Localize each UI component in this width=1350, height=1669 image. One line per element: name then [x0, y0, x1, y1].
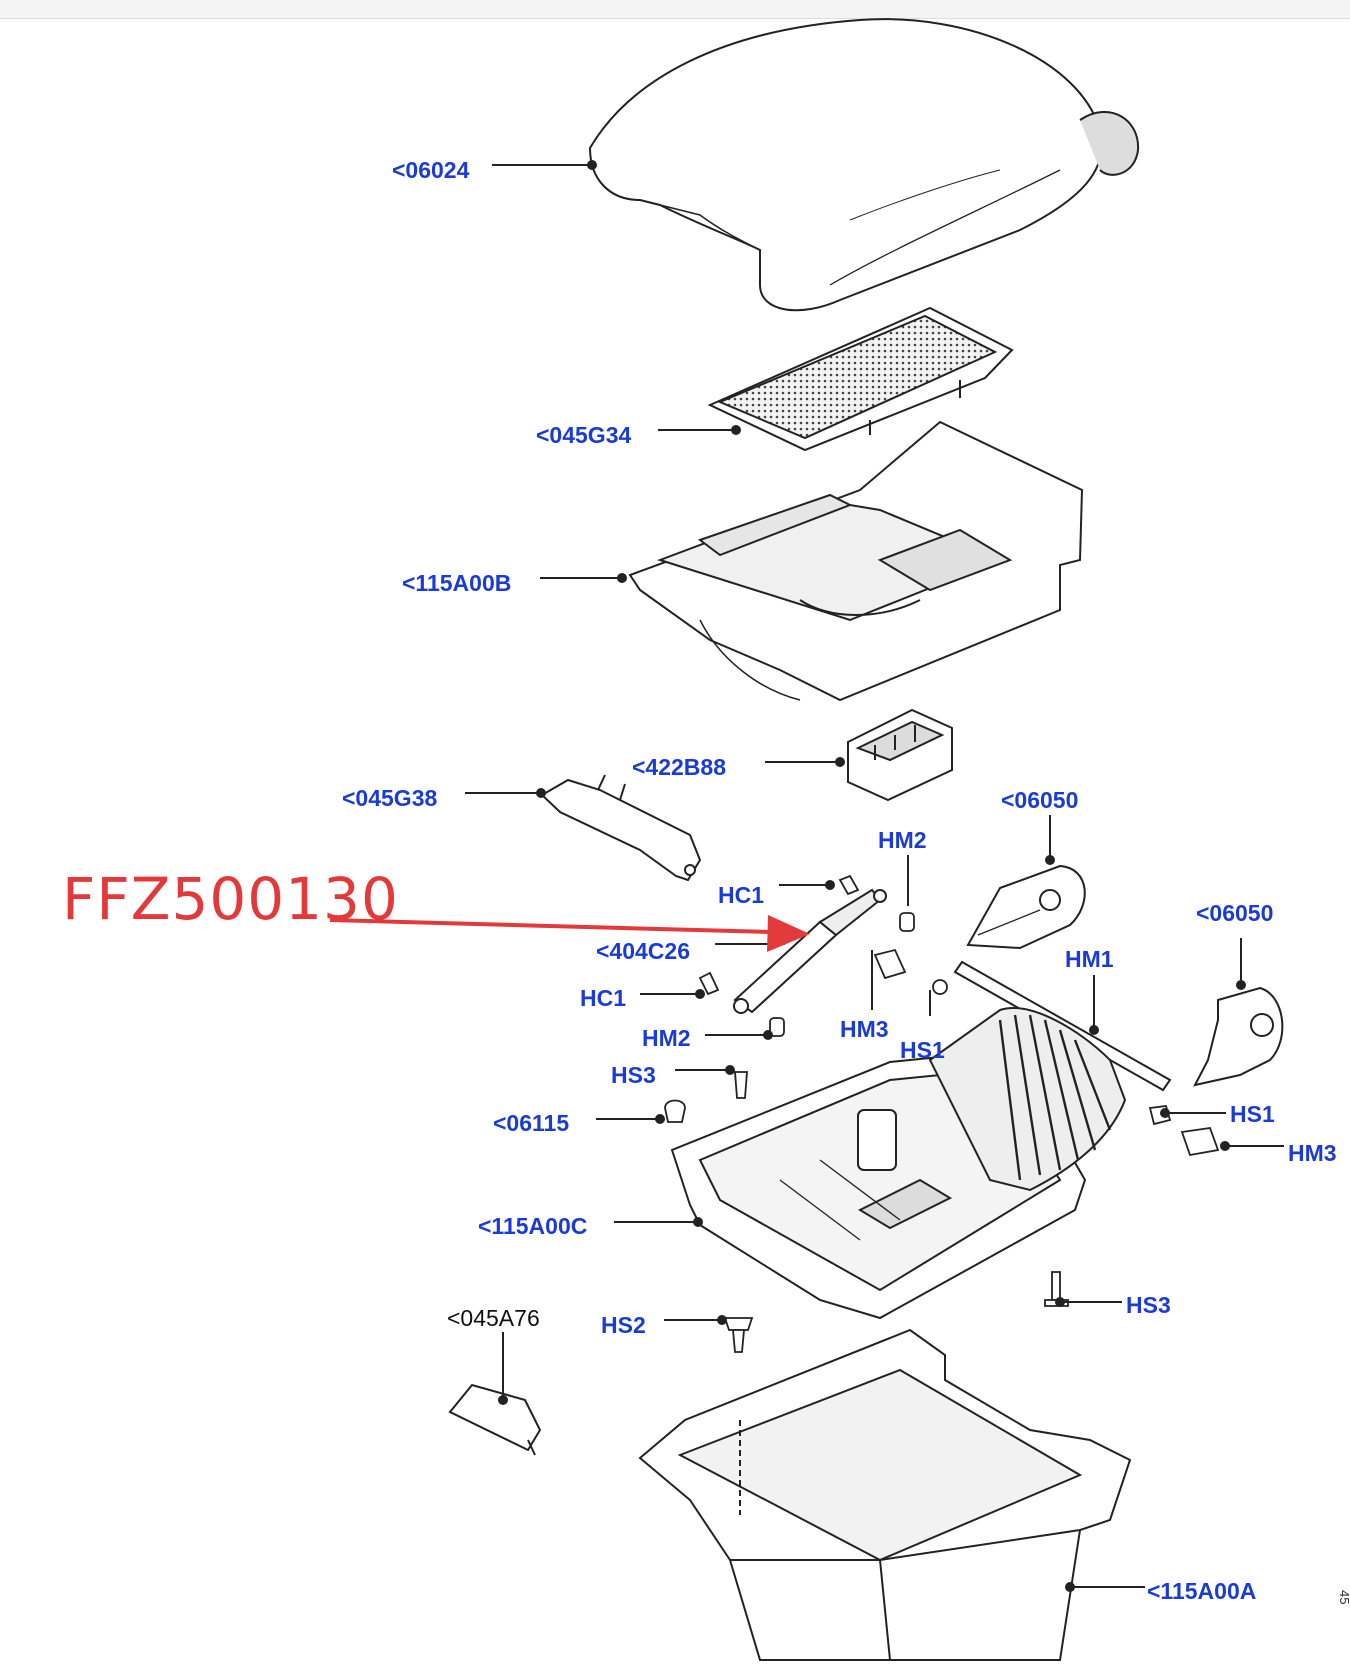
- label-hm2-top: HM2: [878, 827, 927, 853]
- label-hs3-bottom: HS3: [1126, 1292, 1171, 1318]
- storage-tray-part: [707, 306, 1014, 452]
- leader-lines: [465, 160, 1284, 1592]
- label-hc1-top: HC1: [718, 882, 765, 908]
- lower-bin-part: [638, 1328, 1132, 1661]
- hinge-bracket-part: [540, 774, 702, 882]
- label-hs3-top: HS3: [611, 1062, 656, 1088]
- label-115A00A: <115A00A: [1147, 1578, 1257, 1604]
- label-hs1-left: HS1: [900, 1037, 945, 1063]
- label-hm3-left: HM3: [840, 1016, 889, 1042]
- cam-bracket-lower-part: [1193, 986, 1284, 1087]
- gas-strut-part: [733, 888, 887, 1014]
- label-045G34: <045G34: [536, 422, 632, 448]
- label-06115: <06115: [493, 1110, 570, 1136]
- armrest-lid-part: [588, 18, 1140, 312]
- callout-arrow: [329, 915, 810, 952]
- label-404C26: <404C26: [596, 938, 690, 964]
- label-06050-lower: <06050: [1196, 900, 1274, 926]
- label-06050-upper: <06050: [1001, 787, 1079, 813]
- cam-bracket-upper-part: [966, 864, 1086, 950]
- label-115A00C: <115A00C: [478, 1213, 588, 1239]
- label-115A00B: <115A00B: [402, 570, 512, 596]
- upper-bin-part: [628, 420, 1084, 702]
- label-422B88: <422B88: [632, 754, 726, 780]
- mechanism-tray-part: [670, 1007, 1127, 1320]
- label-hm2-bottom: HM2: [642, 1025, 691, 1051]
- label-hm1: HM1: [1065, 946, 1114, 972]
- label-06024: <06024: [392, 157, 470, 183]
- label-045A76: <045A76: [447, 1305, 540, 1331]
- label-045G38: <045G38: [342, 785, 438, 811]
- viewer-top-bar: [0, 0, 1350, 19]
- label-hm3-right: HM3: [1288, 1140, 1337, 1166]
- handle-cover-part: [448, 1383, 542, 1456]
- label-hs1-right: HS1: [1230, 1101, 1275, 1127]
- edge-mark: 45: [1337, 1590, 1350, 1605]
- latch-block-part: [847, 708, 953, 802]
- small-fasteners: [664, 874, 1220, 1353]
- part-number-callout: FFZ500130: [62, 865, 399, 933]
- label-hs2: HS2: [601, 1312, 646, 1338]
- label-hc1-bottom: HC1: [580, 985, 627, 1011]
